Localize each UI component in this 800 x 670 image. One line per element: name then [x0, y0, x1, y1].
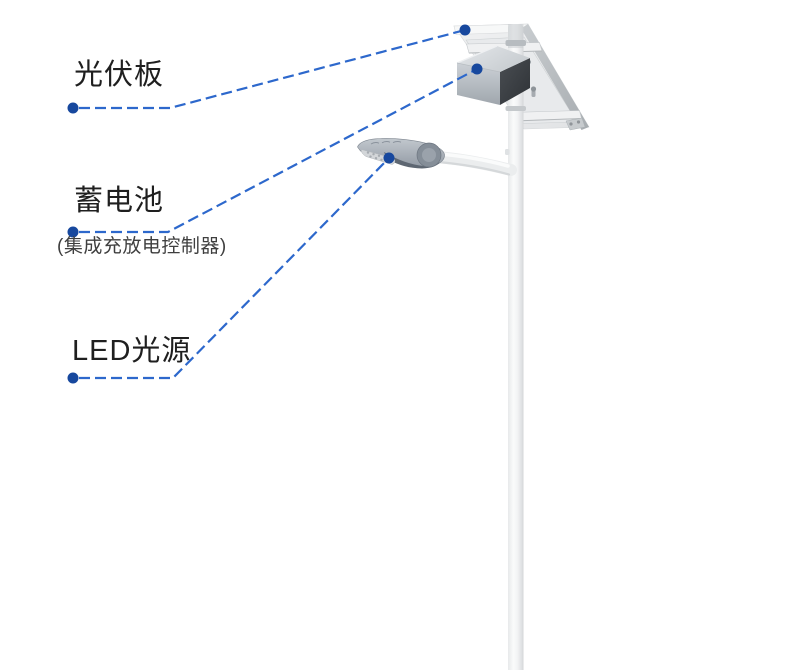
leader-line-solar-panel: [79, 28, 466, 110]
leader-line-battery: [79, 68, 478, 234]
battery-box-top-highlight: [456, 45, 498, 64]
leader-dot-battery-target: [471, 63, 483, 75]
bolt-icon: [530, 86, 537, 92]
leader-dot-led-target: [383, 152, 395, 164]
led-lamp-head: [357, 138, 445, 169]
leader-dot-solar-panel-label: [67, 102, 79, 114]
pole: [505, 24, 526, 670]
callout-label-led: LED光源: [72, 335, 192, 367]
pole-clamp-upper: [505, 40, 526, 46]
pole-nub: [505, 149, 510, 155]
lamp-vent-marks: [370, 141, 402, 145]
leader-dot-battery-label: [67, 226, 79, 238]
lamp-underbody: [384, 152, 440, 169]
battery-box-front-face: [457, 63, 500, 105]
leader-dot-solar-panel-target: [459, 24, 471, 36]
callout-sublabel-battery-controller: (集成充放电控制器): [57, 236, 227, 257]
callout-label-battery: 蓄电池: [74, 185, 165, 217]
pole-tube: [508, 24, 524, 670]
bolt-icon: [569, 122, 573, 126]
battery-box: [456, 45, 530, 105]
panel-foot-bracket: [565, 117, 586, 131]
leader-dot-led-label: [67, 372, 79, 384]
battery-box-dark-face: [500, 58, 530, 105]
lamp-collar-inner: [422, 148, 436, 162]
bolt-icon: [576, 120, 581, 124]
panel-rail-lower-shadow: [513, 118, 582, 122]
pole-clamp-lower: [505, 106, 526, 111]
callout-label-solar-panel: 光伏板: [74, 59, 165, 91]
